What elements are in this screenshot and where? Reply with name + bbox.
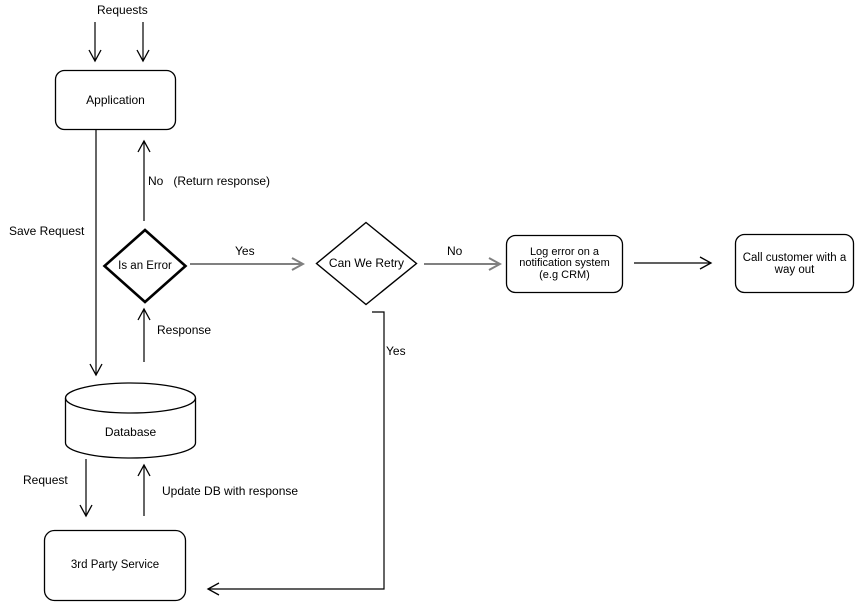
no-return-label: No (Return response) <box>148 174 271 188</box>
call-customer-node <box>734 233 855 294</box>
can-we-retry-diamond <box>315 221 418 306</box>
call-customer-label: Call customer with a way out <box>742 251 847 276</box>
log-error-node <box>505 234 624 294</box>
no-to-log-label: No <box>447 244 463 258</box>
update-db-label: Update DB with response <box>162 484 299 498</box>
can-we-retry-label: Can We Retry <box>328 256 405 270</box>
database-label: Database <box>104 424 157 439</box>
yes-loop-label: Yes <box>386 344 406 358</box>
database-cylinder <box>64 382 197 459</box>
save-request-label: Save Request <box>9 224 85 238</box>
application-node-label: Application <box>86 92 145 107</box>
response-label: Response <box>157 323 212 337</box>
database-cylinder-lid <box>64 397 197 414</box>
requests-label: Requests <box>97 3 148 17</box>
log-error-label: Log error on a notification system (e.g … <box>519 245 610 281</box>
is-an-error-label: Is an Error <box>118 259 172 272</box>
third-party-label: 3rd Party Service <box>70 559 160 571</box>
application-node <box>54 69 177 131</box>
yes-loop-arrow <box>206 311 385 596</box>
is-an-error-diamond <box>102 228 188 304</box>
request-label: Request <box>23 473 68 487</box>
third-party-node <box>43 529 187 602</box>
yes-to-retry-label: Yes <box>235 244 255 258</box>
